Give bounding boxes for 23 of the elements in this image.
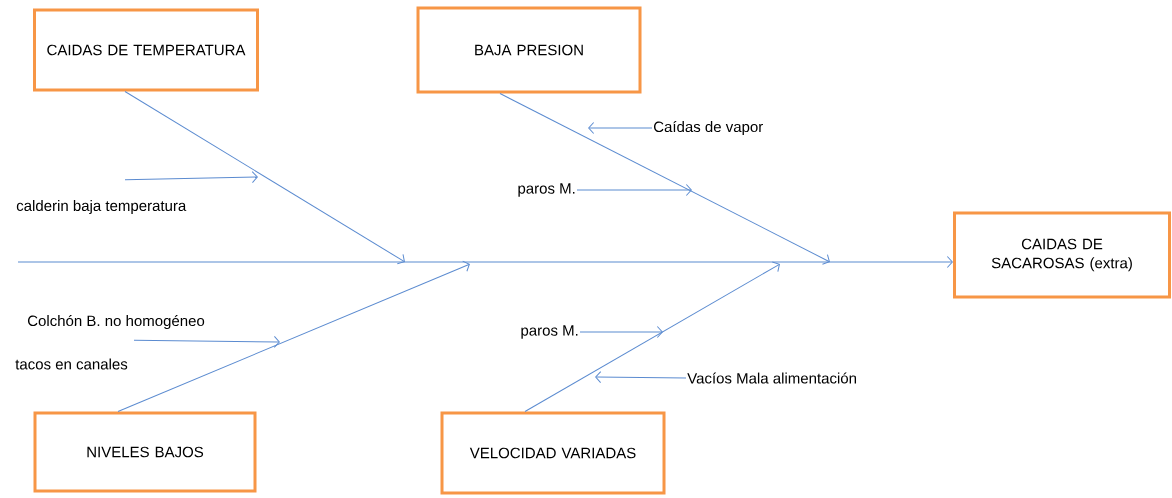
arrow	[588, 122, 653, 134]
arrow	[524, 261, 780, 412]
cause-box: VELOCIDAD VARIADAS	[440, 411, 666, 495]
spine-arrow	[17, 256, 953, 268]
cause-text: paros M.	[521, 325, 578, 339]
cause-box: NIVELES BAJOS	[33, 411, 257, 493]
arrow	[595, 371, 687, 384]
cause-text: calderin baja temperatura	[16, 200, 187, 214]
cause-text: tacos en canales	[15, 358, 128, 370]
cause-text: Colchón B. no homogéneo	[27, 314, 205, 330]
arrow	[576, 184, 692, 196]
cause-text: paros M.	[518, 183, 575, 197]
arrow	[133, 335, 280, 348]
cause-text: Caídas de vapor	[654, 120, 763, 136]
cause-box: BAJA PRESION	[416, 6, 642, 94]
arrow	[117, 260, 470, 412]
cause-text: Vacíos Mala alimentación	[687, 372, 856, 384]
arrow	[579, 326, 663, 338]
arrow	[124, 91, 405, 265]
arrow	[499, 93, 830, 265]
cause-box: CAIDAS DE TEMPERATURA	[33, 8, 259, 92]
arrow	[124, 171, 258, 184]
effect-box: CAIDAS DE SACAROSAS (extra)	[953, 211, 1171, 299]
